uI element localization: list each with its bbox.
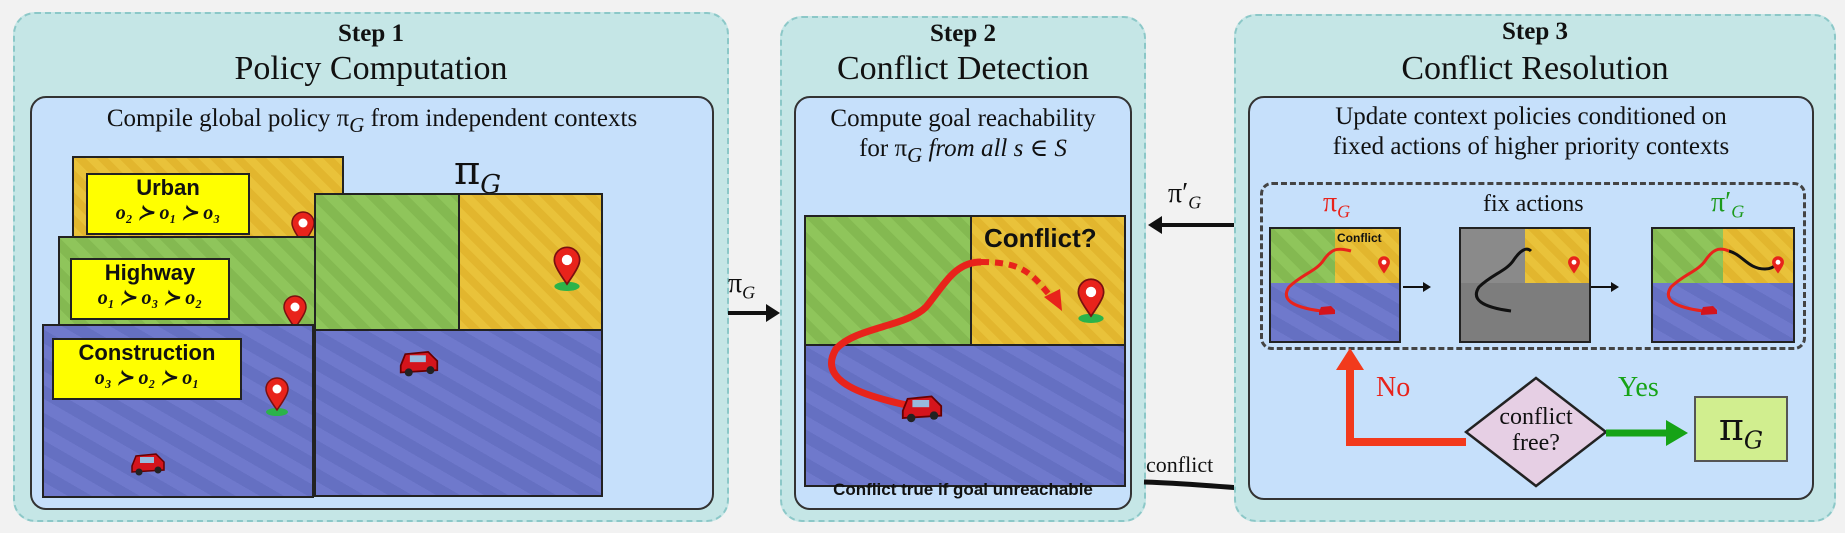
step3-label: Step 3	[1502, 18, 1568, 45]
car-icon	[128, 448, 168, 481]
highway-name: Highway	[104, 260, 196, 285]
highway-order: o₁ ≻ o₃ ≻ o₂	[97, 287, 203, 309]
global-goal-icon	[552, 245, 582, 296]
step3-caption: Update context policies conditioned on f…	[1250, 102, 1812, 162]
mini-label-middle: fix actions	[1483, 191, 1584, 217]
arrow-pi-g-label: πG	[728, 268, 756, 303]
mini-map-pi-g: Conflict	[1269, 227, 1401, 343]
mini-map-pi-g-prime	[1651, 227, 1795, 343]
arrow-step3-to-step2	[1148, 216, 1234, 234]
step1-title: Policy Computation	[234, 50, 508, 87]
step3-caption-line2: fixed actions of higher priority context…	[1332, 133, 1730, 160]
step2-box: Step 2 Conflict Detection Compute goal r…	[780, 16, 1146, 522]
global-map-label: πG	[454, 148, 502, 200]
conflict-path	[828, 258, 1062, 411]
mini-car-icon-1	[1317, 303, 1337, 322]
highway-card-label: Highway o₁ ≻ o₃ ≻ o₂	[70, 258, 230, 320]
mini-goal-icon-2	[1567, 255, 1581, 282]
step3-panel: Update context policies conditioned on f…	[1248, 96, 1814, 500]
mini-arrow-2	[1591, 282, 1619, 292]
no-label: No	[1376, 372, 1411, 403]
mini-conflict-label: Conflict	[1337, 231, 1382, 245]
arrow-step1-to-step2	[728, 304, 780, 322]
step2-caption: Compute goal reachability for πG from al…	[796, 104, 1130, 170]
urban-card-label: Urban o₂ ≻ o₁ ≻ o₃	[86, 173, 250, 235]
resolution-box: πG fix actions π′G Conflict	[1260, 182, 1806, 350]
step3-title: Conflict Resolution	[1401, 50, 1669, 87]
step2-panel: Compute goal reachability for πG from al…	[794, 96, 1132, 510]
mini-car-icon-3	[1699, 303, 1719, 322]
conflict-query: Conflict?	[984, 223, 1097, 253]
result-box: πG	[1694, 396, 1788, 462]
mini-path-1	[1284, 247, 1352, 313]
mini-map-fix-actions	[1459, 227, 1591, 343]
step2-caption-line1: Compute goal reachability	[830, 105, 1096, 132]
global-policy-map	[314, 193, 603, 497]
arrow-conflict-label: conflict	[1146, 452, 1214, 477]
conflict-car-icon	[898, 389, 946, 428]
step1-box: Step 1 Policy Computation Compile global…	[13, 12, 729, 522]
mini-arrow-1	[1403, 282, 1431, 292]
construction-name: Construction	[78, 340, 216, 365]
decision-text: conflict free?	[1464, 404, 1608, 456]
conflict-map: Conflict?	[804, 215, 1126, 487]
decision-line1: conflict	[1499, 404, 1573, 430]
step2-caption-line2: for πG from all s ∈ S	[859, 135, 1067, 167]
yes-arrow	[1606, 420, 1688, 446]
mini-path-3	[1666, 247, 1780, 313]
conflict-goal-icon	[1076, 277, 1106, 328]
step1-panel: Compile global policy πG from independen…	[30, 96, 714, 510]
step1-caption: Compile global policy πG from independen…	[106, 105, 638, 137]
step1-label: Step 1	[338, 20, 404, 47]
step3-box: Step 3 Conflict Resolution Update contex…	[1234, 14, 1836, 522]
urban-order: o₂ ≻ o₁ ≻ o₃	[115, 202, 221, 224]
mini-path-2	[1474, 247, 1533, 313]
mini-label-right: π′G	[1711, 187, 1745, 222]
no-arrow	[1336, 348, 1466, 446]
mini-goal-icon-1	[1377, 255, 1391, 282]
yes-label: Yes	[1618, 372, 1659, 403]
decision-diamond	[1464, 376, 1608, 488]
step3-caption-line1: Update context policies conditioned on	[1335, 103, 1727, 130]
construction-goal-icon	[264, 376, 290, 421]
construction-card-label: Construction o₃ ≻ o₂ ≻ o₁	[52, 338, 242, 400]
step2-title: Conflict Detection	[836, 50, 1090, 87]
construction-order: o₃ ≻ o₂ ≻ o₁	[94, 367, 200, 389]
decision-line2: free?	[1512, 430, 1560, 456]
mini-goal-icon-3	[1771, 255, 1785, 282]
step2-label: Step 2	[930, 20, 996, 47]
mini-label-left: πG	[1323, 187, 1351, 222]
arrow-pi-g-prime-label: π′G	[1168, 178, 1202, 213]
urban-name: Urban	[136, 175, 200, 200]
global-car-icon	[396, 345, 442, 382]
step2-footer: Conflict true if goal unreachable	[833, 480, 1093, 499]
